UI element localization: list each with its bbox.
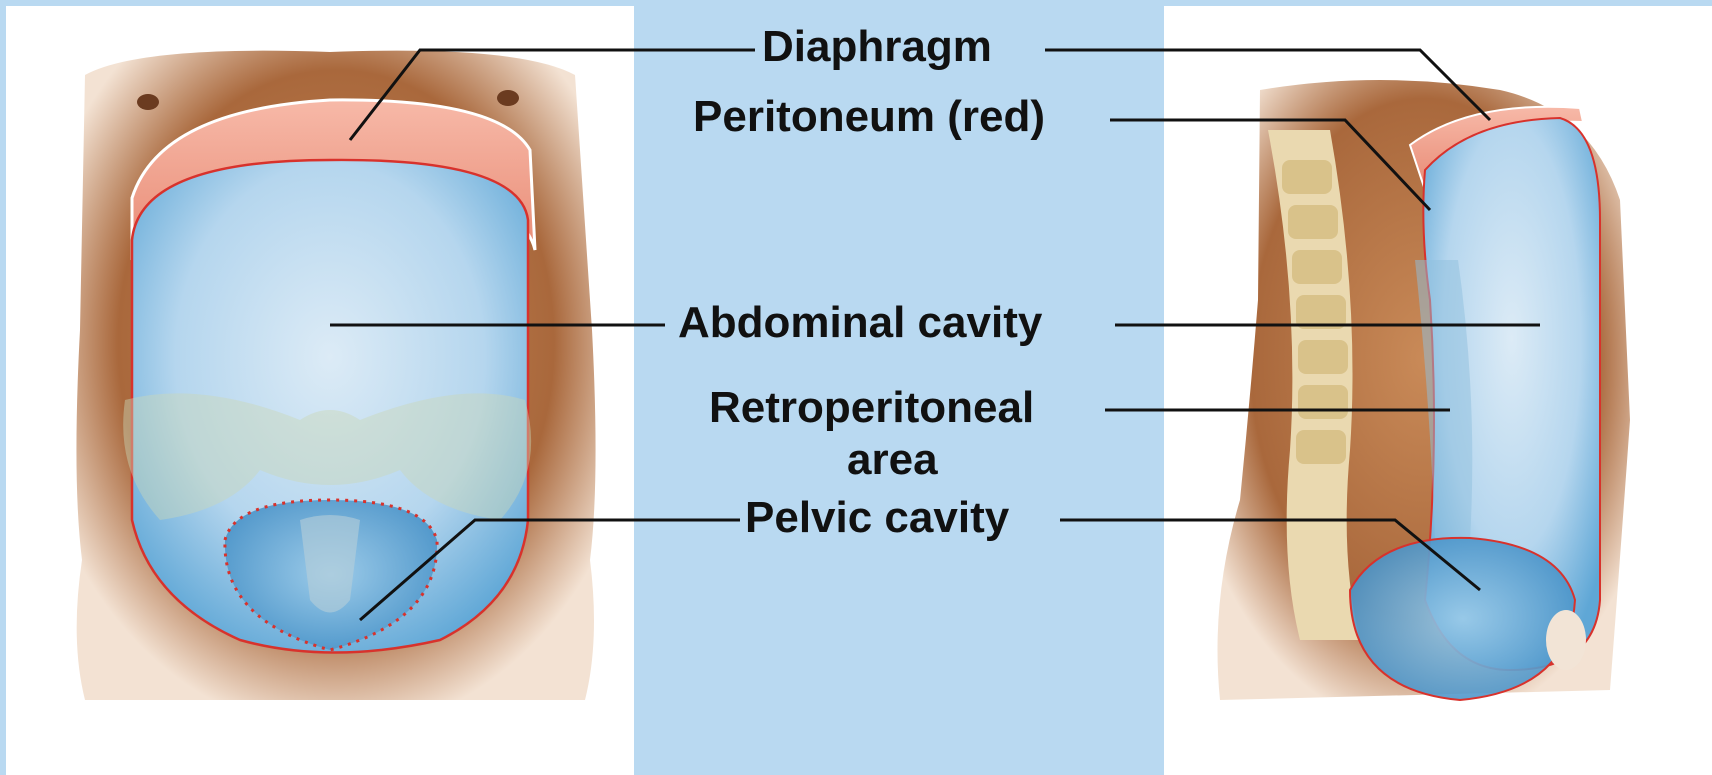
peritoneum-label: Peritoneum (red) (693, 94, 1045, 140)
right-nipple (497, 90, 519, 106)
retroperitoneal-label-line2: area (847, 437, 938, 483)
diaphragm-label: Diaphragm (762, 24, 992, 70)
side-bladder (1546, 610, 1586, 670)
front-torso (76, 51, 595, 700)
retroperitoneal-label-line1: Retroperitoneal (709, 385, 1034, 431)
left-nipple (137, 94, 159, 110)
side-torso (1218, 80, 1631, 700)
pelvic-cavity-label: Pelvic cavity (745, 495, 1009, 541)
abdominal-cavity-label: Abdominal cavity (678, 300, 1042, 346)
